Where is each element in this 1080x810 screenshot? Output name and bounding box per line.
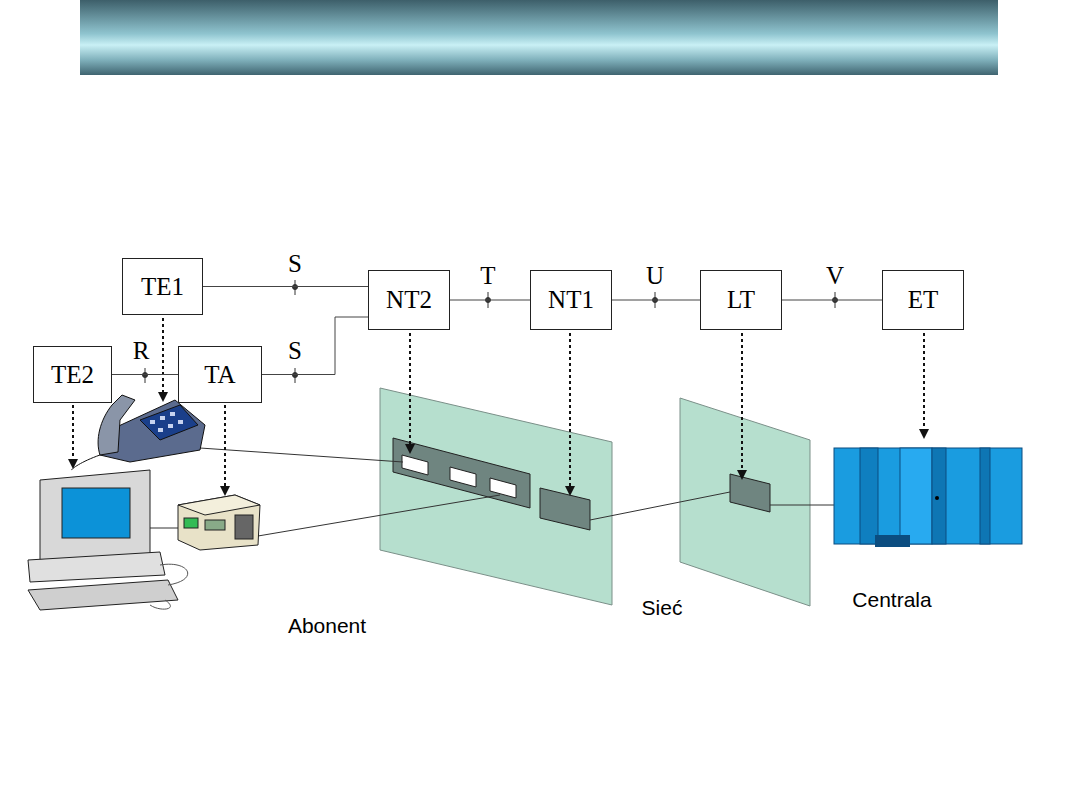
box-label: ET xyxy=(908,286,939,314)
connection-line xyxy=(203,286,368,287)
nt1-block xyxy=(540,488,590,530)
connection-line xyxy=(262,317,368,375)
area-label: Centrala xyxy=(852,588,931,612)
box-label: LT xyxy=(727,286,755,314)
reference-point: R xyxy=(133,337,150,365)
reference-point: S xyxy=(288,337,302,365)
computer xyxy=(28,470,188,610)
box-label: TE2 xyxy=(51,361,94,389)
reference-point: T xyxy=(480,262,495,290)
subscriber-plane xyxy=(380,388,612,605)
block-box: NT2 xyxy=(368,270,450,330)
connection-line xyxy=(782,300,882,301)
reference-point: V xyxy=(826,262,844,290)
connection-line xyxy=(112,374,178,375)
box-label: TE1 xyxy=(141,273,184,301)
area-label: Abonent xyxy=(288,614,366,638)
block-box: LT xyxy=(700,270,782,330)
box-label: NT1 xyxy=(548,286,594,314)
block-box: TA xyxy=(178,346,262,403)
terminal-adapter xyxy=(178,495,260,550)
block-box: NT1 xyxy=(530,270,612,330)
header-bar xyxy=(80,0,998,75)
reference-point: S xyxy=(288,250,302,278)
lt-block xyxy=(730,474,770,512)
area-label: Sieć xyxy=(642,596,683,620)
reference-point: U xyxy=(646,262,664,290)
telephone xyxy=(72,395,205,470)
block-box: TE1 xyxy=(122,258,203,315)
nt2-strip xyxy=(393,438,530,508)
block-box: TE2 xyxy=(33,346,112,403)
box-label: TA xyxy=(204,361,235,389)
exchange-cabinet xyxy=(834,448,1022,547)
network-plane xyxy=(680,398,810,606)
block-box: ET xyxy=(882,270,964,330)
connection-line xyxy=(450,300,530,301)
connection-line xyxy=(612,300,700,301)
box-label: NT2 xyxy=(386,286,432,314)
leader-arrows xyxy=(73,318,924,494)
